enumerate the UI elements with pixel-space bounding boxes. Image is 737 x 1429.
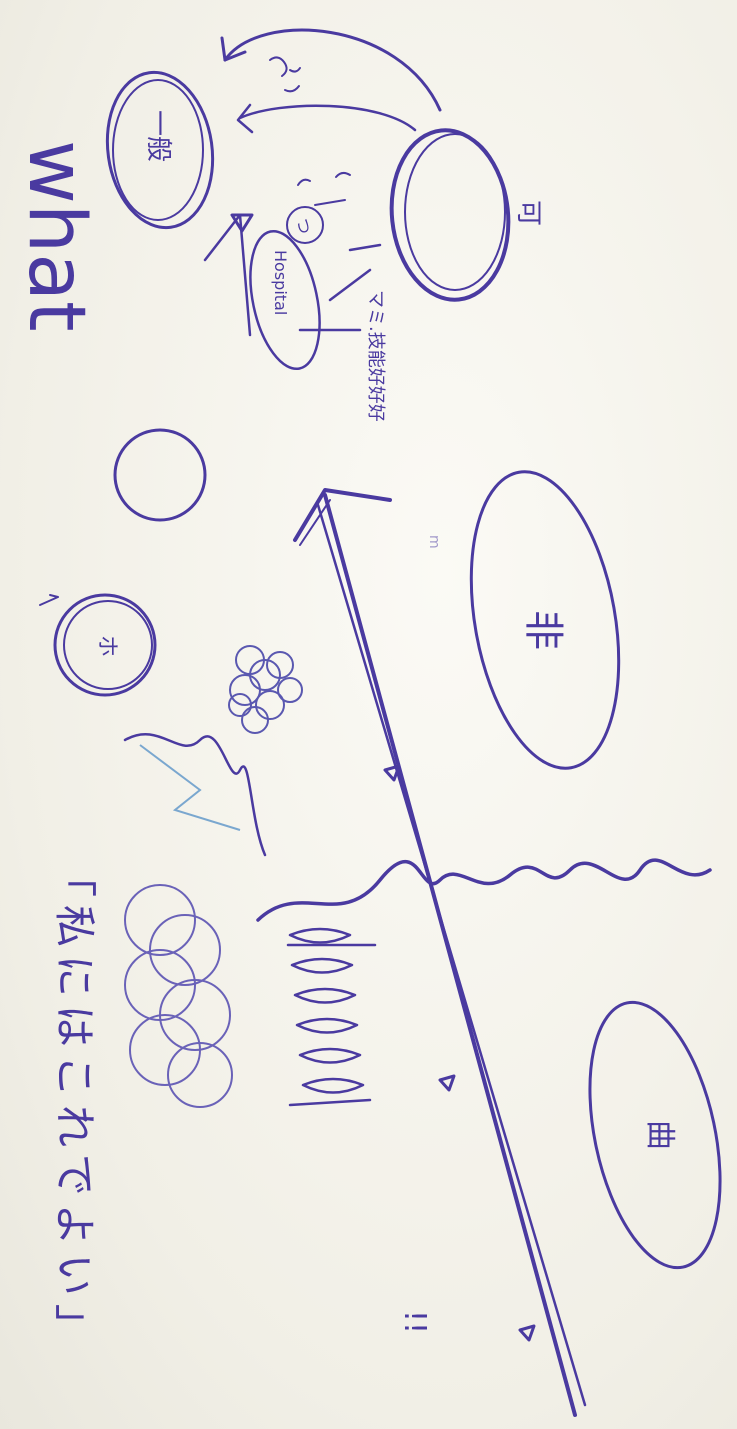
arrow-tick-3 [520, 1326, 534, 1340]
overlap-loops [125, 885, 232, 1107]
exclaim-mark: !! [397, 1310, 432, 1334]
left-node-label: 一般 [143, 110, 173, 162]
circled-mark-label: ホ [94, 635, 119, 657]
loop-scribble [229, 646, 302, 733]
large-oval-upper: 非 [450, 460, 640, 780]
circled-mark: ホ [40, 595, 155, 695]
small-circle-label: つ [294, 218, 313, 234]
arrow-annotation-scribble [270, 57, 300, 91]
quote-phrase: 「私にはこれでよい」 [50, 855, 99, 1354]
arrow-tick-1 [385, 766, 399, 780]
plain-circle [115, 430, 205, 520]
curved-arrow-upper [225, 30, 440, 110]
triangle-lines [205, 215, 250, 335]
what-label: what [11, 140, 101, 332]
large-oval-upper-label: 非 [520, 610, 566, 650]
arrow-tick-2 [440, 1076, 454, 1090]
hospital-oval: Hospital [239, 225, 331, 375]
left-node: 一般 [98, 66, 223, 235]
chain-loops [288, 929, 375, 1105]
mid-caption: マミ.技能好好好 [365, 290, 386, 422]
pointer-arrow [40, 595, 58, 605]
large-oval-lower-label: 曲 [642, 1120, 677, 1150]
large-oval-lower: 曲 [568, 990, 737, 1279]
hospital-label: Hospital [271, 250, 290, 315]
top-node: 可 [383, 124, 543, 305]
small-mark: m [426, 535, 442, 549]
connector-scribbles [298, 173, 350, 205]
arrowhead-lower [238, 105, 252, 132]
top-node-label: 可 [513, 200, 543, 226]
wavy-line [258, 860, 710, 920]
curved-arrow-lower [240, 106, 415, 130]
